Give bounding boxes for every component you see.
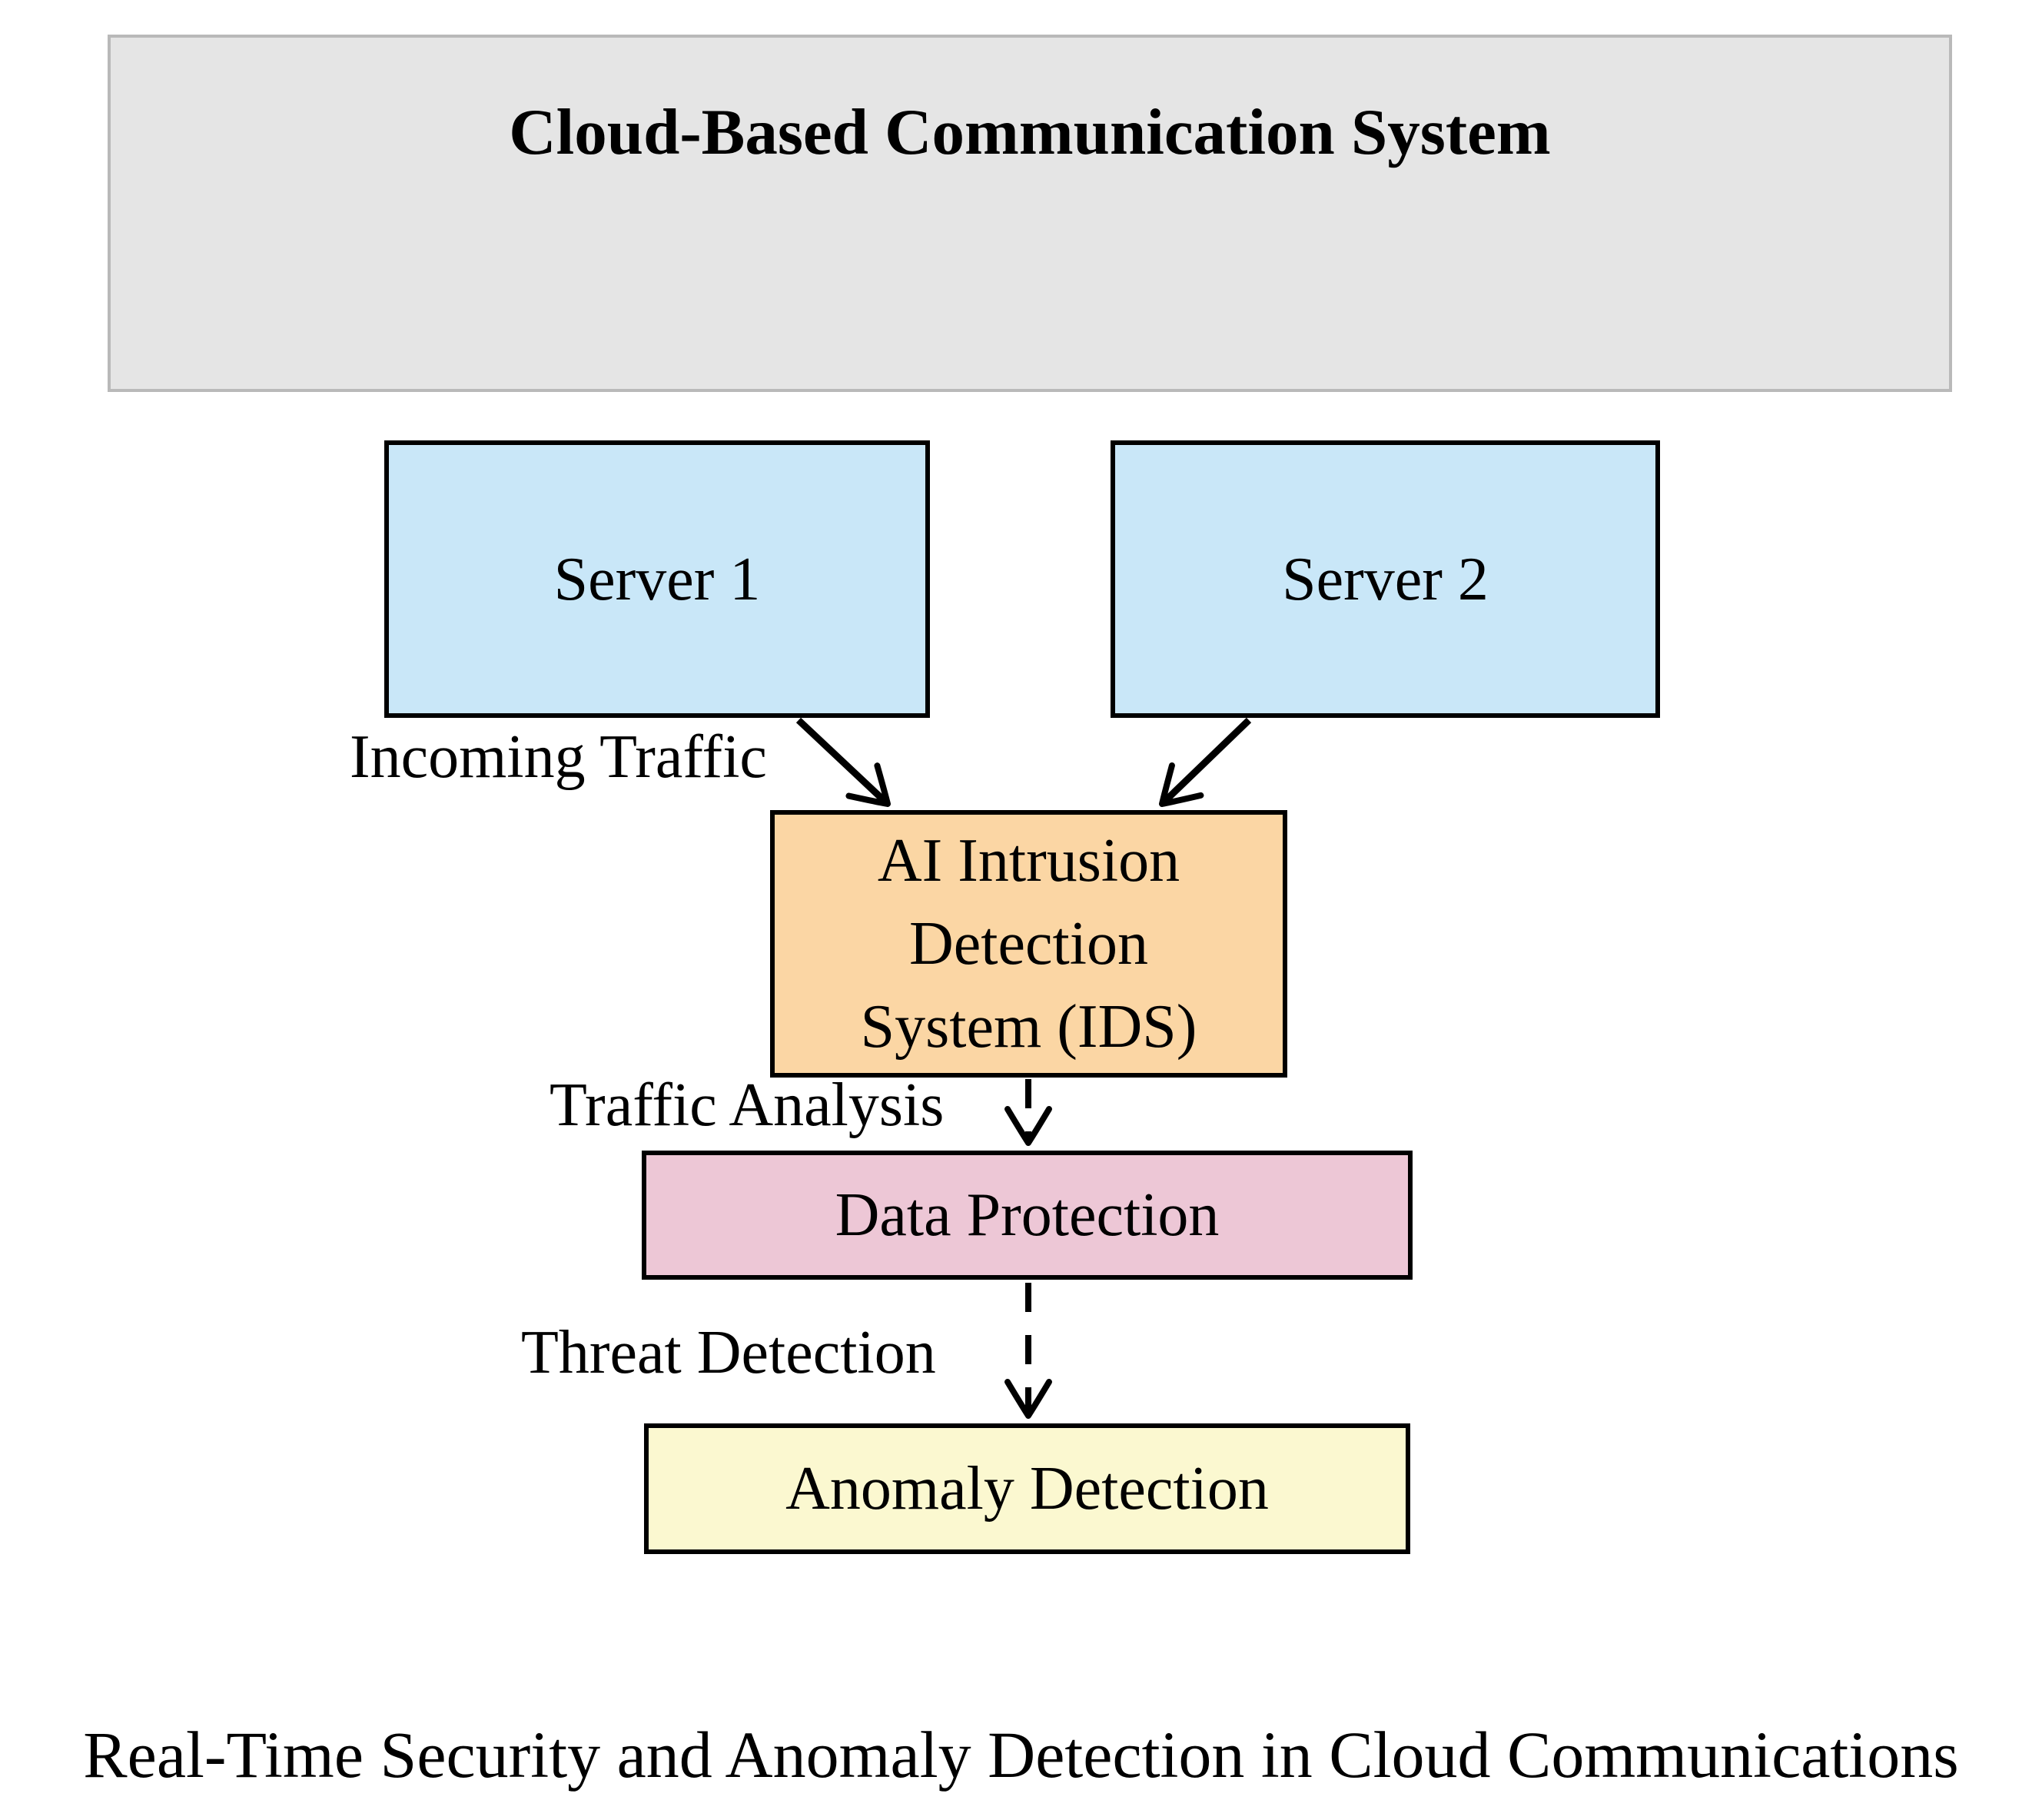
server1-label: Server 1	[553, 545, 761, 613]
cloud-system-container-box: Cloud-Based Communication System	[108, 35, 1952, 392]
ids-label-line3: System (IDS)	[860, 993, 1197, 1061]
arrow-server1-to-ids	[795, 717, 891, 807]
ids-label-line1: AI Intrusion	[877, 827, 1180, 895]
ids-node: AI Intrusion Detection System (IDS)	[770, 810, 1287, 1078]
anomaly-detection-label: Anomaly Detection	[785, 1455, 1269, 1523]
cloud-system-title: Cloud-Based Communication System	[509, 96, 1551, 168]
figure-caption: Real-Time Security and Anomaly Detection…	[83, 1718, 1959, 1792]
edge-label-traffic-analysis: Traffic Analysis	[550, 1071, 945, 1139]
edge-label-threat-detection: Threat Detection	[521, 1319, 936, 1387]
server2-label: Server 2	[1282, 545, 1489, 613]
edge-label-incoming-traffic: Incoming Traffic	[350, 723, 767, 791]
ids-label: AI Intrusion Detection System (IDS)	[861, 819, 1197, 1068]
anomaly-detection-node: Anomaly Detection	[644, 1423, 1410, 1554]
data-protection-node: Data Protection	[642, 1151, 1413, 1280]
arrow-server2-to-ids	[1159, 717, 1252, 807]
server2-node: Server 2	[1111, 440, 1660, 718]
server1-node: Server 1	[384, 440, 930, 718]
ids-label-line2: Detection	[909, 910, 1148, 978]
data-protection-label: Data Protection	[835, 1181, 1220, 1249]
